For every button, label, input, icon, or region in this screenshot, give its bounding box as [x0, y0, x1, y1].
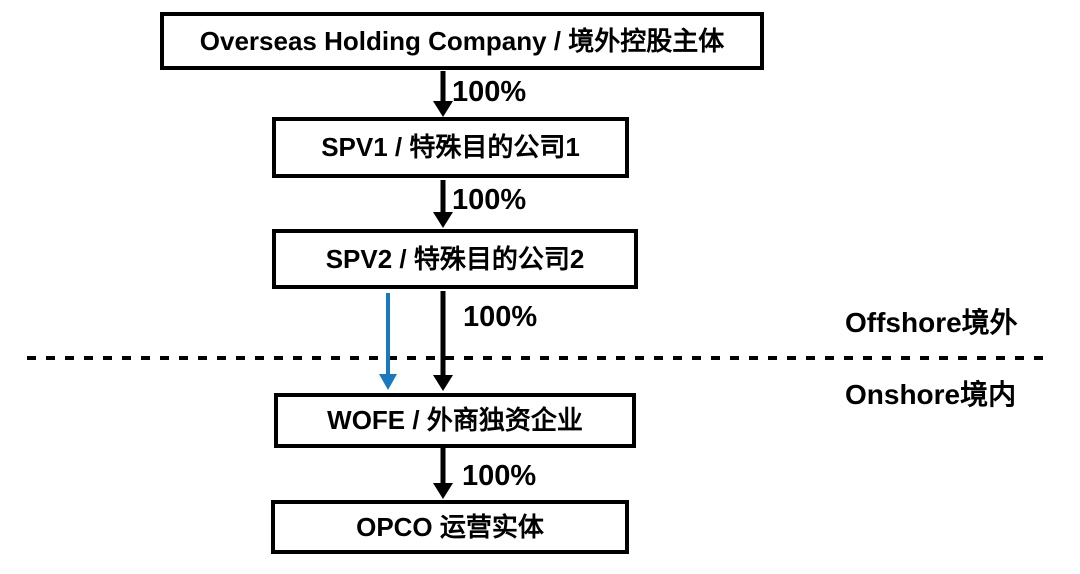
- ownership-label-spv2-wofe: 100%: [463, 301, 538, 333]
- node-spv1-label: SPV1 / 特殊目的公司1: [321, 132, 580, 163]
- ownership-label-spv1-spv2: 100%: [452, 184, 527, 216]
- node-overseas-holding-company: Overseas Holding Company / 境外控股主体: [160, 12, 764, 70]
- zone-label-onshore: Onshore境内: [845, 379, 1017, 410]
- arrow-spv2-to-wofe-blue: [379, 293, 397, 390]
- node-spv1: SPV1 / 特殊目的公司1: [272, 117, 629, 178]
- ownership-label-wofe-opco: 100%: [462, 460, 537, 492]
- node-spv2: SPV2 / 特殊目的公司2: [272, 229, 638, 289]
- node-opco-label: OPCO 运营实体: [356, 511, 544, 542]
- node-wofe: WOFE / 外商独资企业: [274, 393, 636, 448]
- ownership-label-holding-spv1: 100%: [452, 76, 527, 108]
- zone-label-offshore: Offshore境外: [845, 307, 1018, 338]
- arrow-spv2-to-wofe: [433, 291, 453, 391]
- node-wofe-label: WOFE / 外商独资企业: [327, 405, 583, 436]
- arrow-wofe-to-opco: [433, 448, 453, 499]
- node-overseas-holding-company-label: Overseas Holding Company / 境外控股主体: [199, 25, 725, 56]
- arrow-spv1-to-spv2: [433, 180, 453, 228]
- node-opco: OPCO 运营实体: [271, 500, 629, 554]
- node-spv2-label: SPV2 / 特殊目的公司2: [325, 243, 585, 274]
- arrow-holding-to-spv1: [433, 71, 453, 117]
